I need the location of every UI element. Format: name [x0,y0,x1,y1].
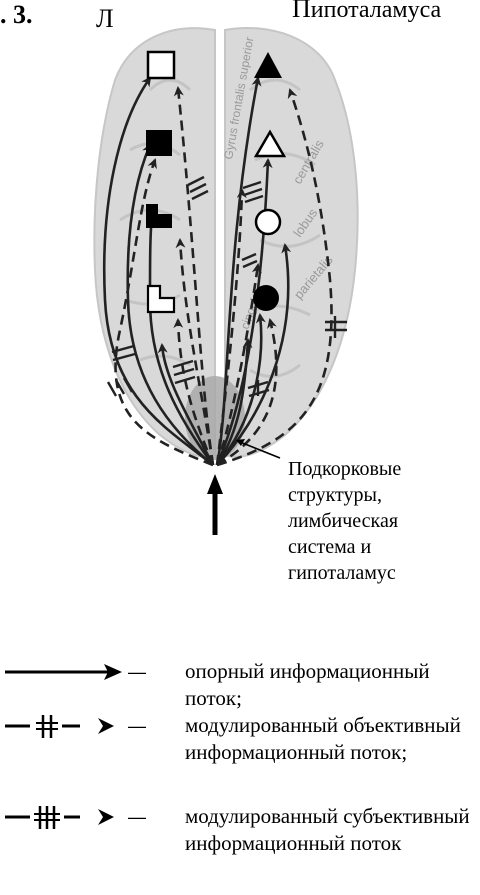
subcortical-line-5: гипоталамус [288,560,480,586]
legend-item-subjective: — модулированный субъективный информацио… [0,803,480,888]
filled-square-icon [146,130,172,156]
solid-arrow-icon: — [0,658,150,688]
subcortical-annotation: Подкорковые структуры, лимбическая систе… [288,456,480,586]
subcortical-line-1: Подкорковые [288,456,480,482]
legend-text-solid: опорный информационный поток; [185,658,480,712]
legend-dash-3: — [128,807,146,827]
legend-dash-1: — [128,662,146,682]
subcortical-line-2: структуры, [288,482,480,508]
legend-item-objective: — модулированный объективный информацион… [0,712,480,792]
dashed-arrow-triple-cross-icon: — [0,803,150,833]
filled-circle-icon [253,285,279,311]
open-square-icon [148,52,174,78]
dashed-arrow-double-cross-icon: — [0,712,150,742]
legend-text-subjective: модулированный субъективный информационн… [185,803,480,857]
legend-text-objective: модулированный объективный информационны… [185,712,480,766]
subcortical-line-3: лимбическая [288,508,480,534]
legend-dash-2: — [128,716,146,736]
open-circle-icon [256,210,280,234]
subcortical-line-4: система и [288,534,480,560]
legend-item-solid: — опорный информационный поток; [0,658,480,708]
input-arrow [207,474,223,535]
